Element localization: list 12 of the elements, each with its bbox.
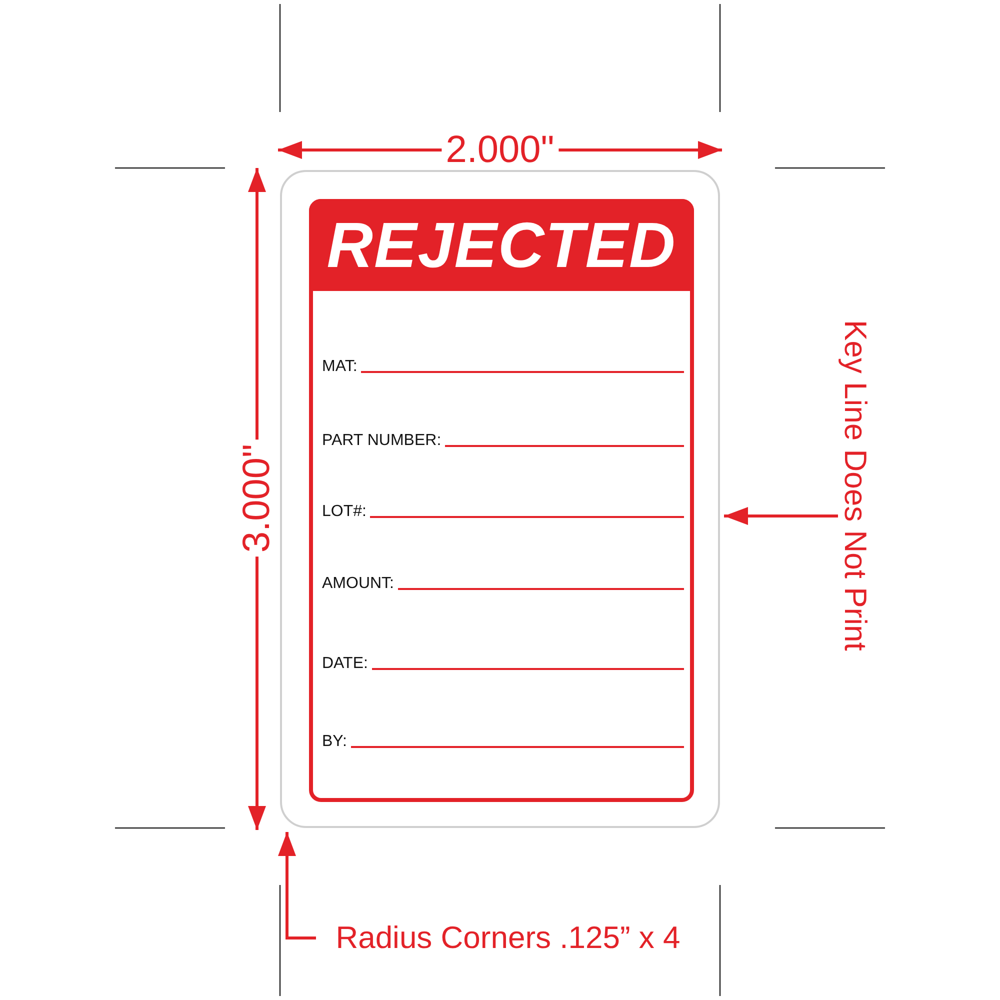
- field-label: MAT:: [322, 358, 358, 376]
- field-label: DATE:: [322, 655, 368, 673]
- label-title: REJECTED: [309, 199, 694, 291]
- leader-arrow: [724, 507, 838, 525]
- field-label: AMOUNT:: [322, 575, 394, 593]
- field-label: PART NUMBER:: [322, 432, 442, 450]
- note-text: Key Line Does Not Print: [837, 320, 873, 650]
- leader-arrow: [278, 832, 316, 940]
- label-border: [309, 199, 694, 802]
- note-text: Radius Corners .125” x 4: [336, 920, 680, 956]
- field-label: BY:: [322, 733, 347, 751]
- field-label: LOT#:: [322, 503, 366, 521]
